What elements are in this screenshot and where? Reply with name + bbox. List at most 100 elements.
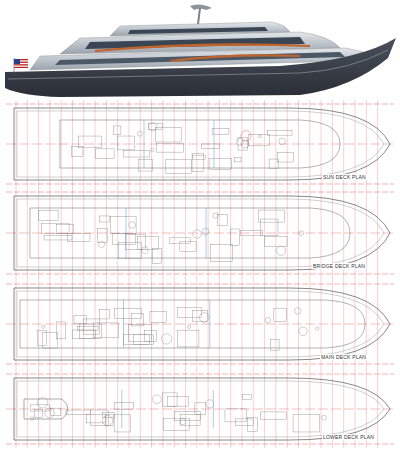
room-outline bbox=[103, 413, 115, 418]
deck-edge bbox=[17, 381, 384, 437]
deck-plan-label: SUN DECK PLAN bbox=[322, 174, 367, 180]
bulkhead bbox=[126, 208, 127, 258]
room-outline bbox=[42, 224, 70, 234]
room-outline bbox=[174, 411, 200, 420]
fixture bbox=[199, 313, 209, 323]
room-outline bbox=[260, 412, 286, 419]
fixture bbox=[137, 131, 142, 136]
room-outline bbox=[164, 418, 190, 430]
grid-line bbox=[61, 100, 62, 448]
room-outline bbox=[71, 146, 83, 156]
room-outline bbox=[217, 215, 228, 226]
bulkhead bbox=[206, 208, 207, 258]
room-outline bbox=[150, 311, 166, 322]
grid-line bbox=[196, 100, 197, 448]
room-outline bbox=[155, 128, 181, 142]
fixture bbox=[180, 418, 186, 424]
bulkhead bbox=[123, 300, 124, 348]
room-outline bbox=[77, 326, 98, 330]
superstructure-outline bbox=[30, 208, 350, 258]
room-outline bbox=[123, 151, 149, 157]
fixture bbox=[206, 400, 214, 408]
room-outline bbox=[37, 331, 46, 346]
fixture bbox=[129, 222, 136, 229]
room-outline bbox=[79, 136, 102, 148]
room-outline bbox=[56, 225, 73, 234]
centre-line bbox=[6, 324, 394, 325]
room-outline bbox=[180, 242, 196, 252]
room-outline bbox=[128, 324, 151, 341]
fixture bbox=[241, 140, 249, 148]
fixture bbox=[187, 325, 190, 328]
room-outline bbox=[123, 335, 149, 345]
room-outline bbox=[236, 419, 254, 426]
room-outline bbox=[212, 128, 229, 134]
fixture bbox=[202, 228, 209, 235]
fixture bbox=[276, 246, 285, 255]
deck-edge bbox=[17, 199, 384, 267]
room-outline bbox=[118, 136, 135, 150]
fixture bbox=[193, 230, 202, 239]
room-outline bbox=[202, 144, 220, 149]
bulkhead bbox=[209, 300, 210, 348]
fixture bbox=[265, 317, 270, 322]
room-outline bbox=[235, 157, 241, 161]
fixture bbox=[153, 395, 162, 404]
room-outline bbox=[74, 316, 86, 324]
room-outline bbox=[209, 159, 231, 170]
fixture bbox=[98, 241, 104, 247]
deck-plan-label: MAIN DECK PLAN bbox=[320, 354, 367, 360]
room-outline bbox=[181, 415, 200, 426]
fixture bbox=[236, 138, 243, 145]
room-outline bbox=[157, 143, 184, 152]
yacht-profile bbox=[5, 4, 396, 97]
deck-plans bbox=[6, 104, 394, 444]
fixture bbox=[141, 247, 148, 254]
room-outline bbox=[133, 335, 153, 344]
flag bbox=[14, 59, 28, 68]
bulkhead bbox=[121, 390, 122, 428]
fixture bbox=[299, 327, 308, 336]
centre-line bbox=[6, 409, 394, 410]
room-outline bbox=[138, 159, 153, 171]
room-outline bbox=[192, 155, 205, 159]
superstructure-outline bbox=[20, 300, 365, 348]
fixture bbox=[316, 327, 319, 330]
room-outline bbox=[95, 149, 114, 158]
room-outline bbox=[132, 313, 144, 326]
room-outline bbox=[195, 403, 206, 415]
grid-line bbox=[332, 100, 333, 448]
room-outline bbox=[42, 332, 57, 348]
room-outline bbox=[113, 126, 121, 134]
room-outline bbox=[241, 230, 263, 235]
room-outline bbox=[111, 217, 137, 234]
room-outline bbox=[178, 330, 199, 347]
room-outline bbox=[115, 402, 134, 409]
deck-edge bbox=[17, 291, 384, 357]
hull-outline bbox=[14, 196, 390, 270]
fixture bbox=[30, 417, 33, 420]
room-outline bbox=[268, 131, 292, 135]
room-outline bbox=[97, 228, 107, 242]
room-outline bbox=[119, 243, 142, 259]
grid-line bbox=[6, 104, 394, 105]
fixture bbox=[42, 325, 45, 328]
room-outline bbox=[269, 159, 278, 168]
fixture bbox=[213, 213, 219, 219]
room-outline bbox=[100, 309, 110, 319]
room-outline bbox=[114, 309, 141, 319]
room-outline bbox=[125, 234, 145, 249]
room-outline bbox=[50, 408, 61, 416]
room-outline bbox=[258, 210, 284, 222]
room-outline bbox=[166, 160, 191, 174]
fixture bbox=[102, 416, 112, 426]
fixture bbox=[279, 138, 285, 144]
room-outline bbox=[152, 249, 161, 264]
room-outline bbox=[265, 237, 287, 246]
hull-outline bbox=[14, 288, 390, 360]
hull-outline bbox=[14, 378, 390, 440]
room-outline bbox=[178, 308, 202, 318]
grid-line bbox=[6, 444, 394, 445]
bulkhead bbox=[214, 120, 215, 168]
